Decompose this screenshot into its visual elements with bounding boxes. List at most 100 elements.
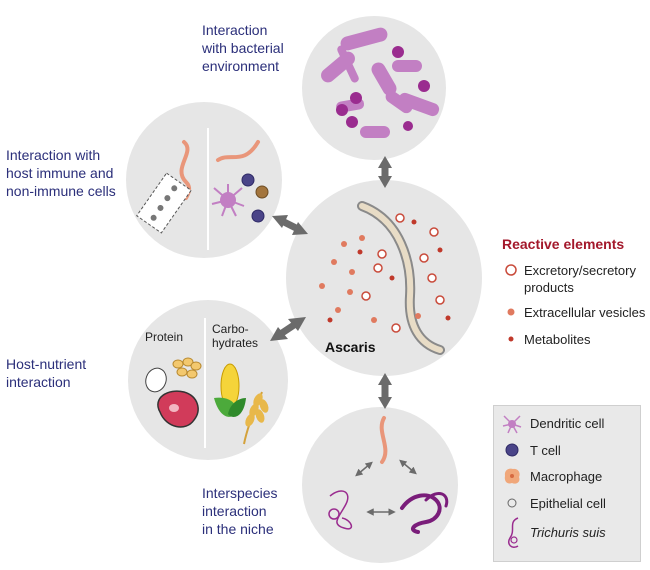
- epithelial-cell-icon: [164, 195, 171, 202]
- egg-icon: [145, 367, 167, 393]
- bacterium-coccus: [418, 80, 430, 92]
- label-line: interaction: [202, 503, 267, 519]
- legend-dendritic-cell: Dendritic cell: [530, 416, 605, 431]
- label-line: in the niche: [202, 521, 274, 537]
- label-line: environment: [202, 58, 280, 74]
- epithelial-cell-icon: [507, 498, 517, 508]
- ascaris-worm-icon: [357, 201, 445, 355]
- macrophage-icon: [255, 185, 269, 199]
- dendritic-cell-icon: [211, 184, 245, 217]
- arrow-interspecies-head-top: [378, 373, 392, 385]
- vesicle: [335, 307, 341, 313]
- bacterium-rod: [360, 126, 390, 138]
- reactive-item-metabolites: Metabolites: [524, 331, 590, 348]
- arrow-host-cells-head-b: [292, 222, 308, 235]
- label-line: host immune and: [6, 165, 114, 181]
- bacterium-rod: [398, 92, 440, 117]
- bacterium-coccus: [350, 92, 362, 104]
- es-product-icon: [505, 264, 517, 276]
- legend-macrophage: Macrophage: [530, 469, 603, 484]
- t-cell-icon: [241, 173, 255, 187]
- bacteria-group: [321, 27, 440, 138]
- label-interspecies: Interspecies interaction in the niche: [202, 484, 277, 538]
- reactive-item-line: Extracellular vesicles: [524, 305, 646, 320]
- reactive-item-vesicles: Extracellular vesicles: [524, 304, 645, 321]
- label-line: Interspecies: [202, 485, 278, 501]
- vesicle: [319, 283, 325, 289]
- arrow-bacteria-head-bottom: [378, 176, 392, 188]
- bacterium-coccus: [336, 104, 348, 116]
- label-line: with bacterial: [202, 40, 284, 56]
- legend-trichuris: Trichuris suis: [530, 525, 606, 540]
- trichuris-icon: [507, 517, 519, 549]
- ascaris-larva-icon: [379, 416, 388, 464]
- reactive-elements-title: Reactive elements: [502, 236, 625, 252]
- dendritic-cell-icon: [502, 415, 522, 434]
- label-carbohydrates: Carbo- hydrates: [212, 322, 258, 350]
- es-product: [377, 249, 387, 259]
- label-line: Interaction with: [6, 147, 101, 163]
- wheat-icon: [243, 391, 269, 445]
- label-ascaris: Ascaris: [325, 339, 376, 355]
- meat-icon: [157, 390, 199, 428]
- epithelium-strip: [136, 172, 192, 234]
- vesicle: [349, 269, 355, 275]
- label-line: interaction: [6, 374, 71, 390]
- arrow-host-cells: [282, 218, 298, 232]
- vesicle: [331, 259, 337, 265]
- bacterium-rod: [337, 45, 359, 83]
- reactive-item-line: Excretory/secretory: [524, 263, 636, 278]
- epithelial-cell-icon: [157, 204, 164, 211]
- epithelial-cell-icon: [150, 214, 157, 221]
- arrow-host-cells-head-a: [272, 215, 288, 228]
- vesicle: [415, 313, 421, 319]
- legend-epithelial-cell: Epithelial cell: [530, 496, 606, 511]
- bacterium-rod: [340, 27, 388, 51]
- es-product: [361, 291, 371, 301]
- t-cell-icon: [251, 209, 265, 223]
- arrow-bacteria-head-top: [378, 156, 392, 168]
- es-product: [427, 273, 437, 283]
- arrow-nutrient-head-b: [288, 317, 306, 331]
- label-line: Interaction: [202, 22, 268, 38]
- metabolite: [437, 247, 443, 253]
- label-line: Carbo-: [212, 322, 249, 336]
- es-product: [435, 295, 445, 305]
- vesicle: [341, 241, 347, 247]
- label-nutrient: Host-nutrient interaction: [6, 355, 86, 391]
- epithelial-cell-icon: [171, 185, 178, 192]
- arrow-small-left: [355, 461, 373, 477]
- t-cell-icon: [505, 443, 519, 457]
- label-line: hydrates: [212, 336, 259, 350]
- arrow-small-right: [399, 459, 417, 475]
- bacterium-rod: [371, 62, 397, 96]
- arrow-interspecies-head-bottom: [378, 397, 392, 409]
- label-protein: Protein: [145, 330, 184, 344]
- cell-legend: Dendritic cell T cell Macrophage Epithel…: [493, 405, 641, 562]
- legend-icons: [502, 415, 522, 549]
- label-line: Host-nutrient: [6, 356, 87, 372]
- bacterium-rod: [392, 60, 422, 72]
- macrophage-icon: [504, 468, 520, 484]
- es-product: [373, 263, 383, 273]
- legend-t-cell: T cell: [530, 443, 561, 458]
- metabolite: [327, 317, 333, 323]
- metabolite-icon: [508, 336, 514, 342]
- trichuris-icon: [328, 490, 353, 530]
- reactive-elements-scatter: [319, 213, 451, 333]
- bacterium-coccus: [392, 46, 404, 58]
- bacterium-coccus: [403, 121, 413, 131]
- metabolite: [445, 315, 451, 321]
- corn-icon: [214, 363, 246, 417]
- reactive-item-line: products: [524, 280, 574, 295]
- vesicle-icon: [507, 308, 515, 316]
- reactive-item-es: Excretory/secretory products: [524, 262, 636, 296]
- label-line: non-immune cells: [6, 183, 116, 199]
- vesicle: [359, 235, 365, 241]
- trichuris-icon: [400, 491, 449, 534]
- metabolite: [411, 219, 417, 225]
- es-product: [395, 213, 405, 223]
- es-product: [429, 227, 439, 237]
- metabolite: [357, 249, 363, 255]
